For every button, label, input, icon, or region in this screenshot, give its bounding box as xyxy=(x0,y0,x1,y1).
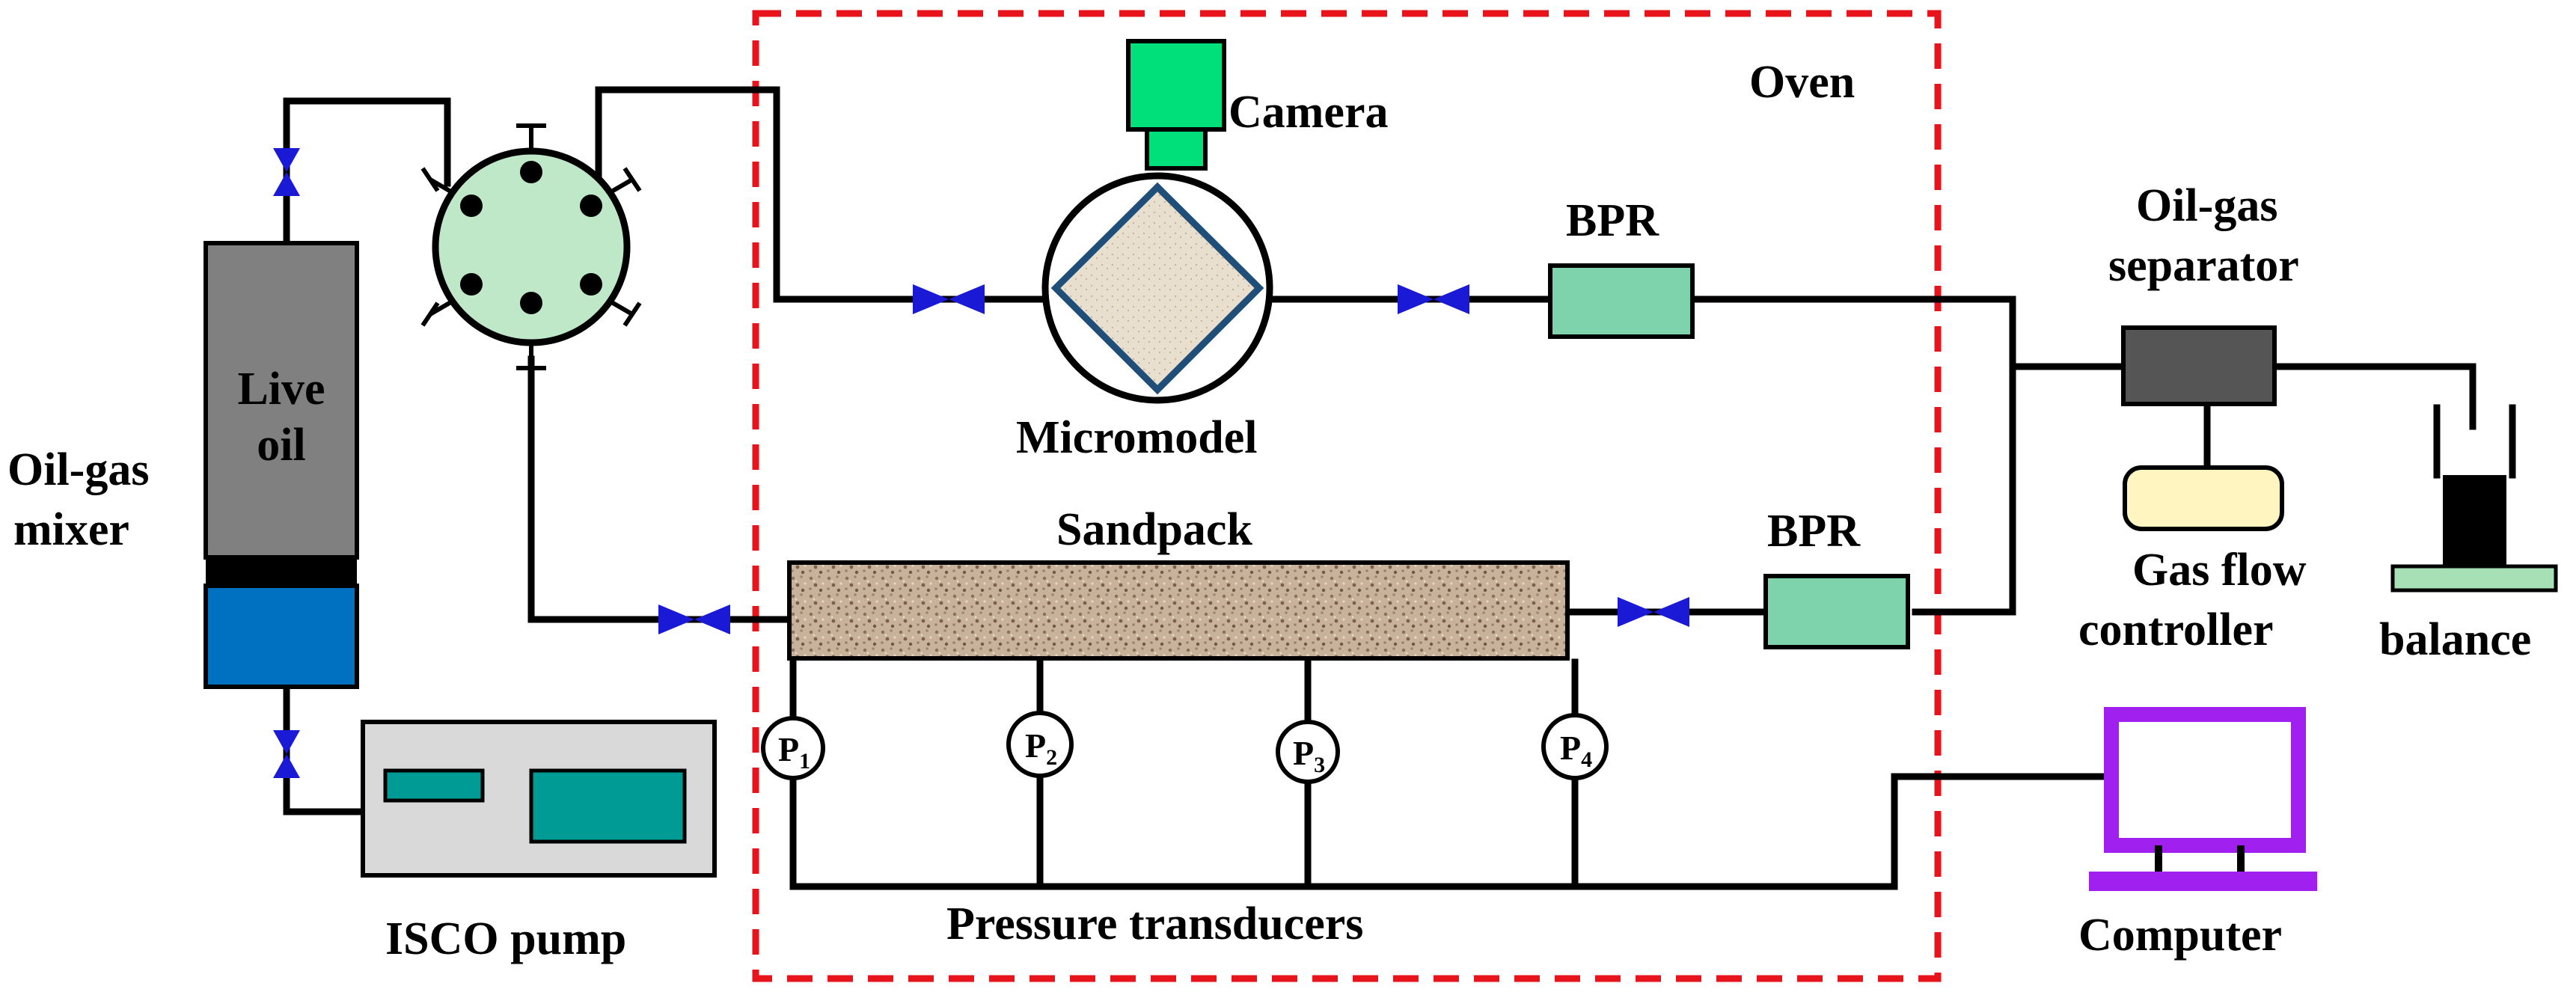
transducer-p2-sub: 2 xyxy=(1046,745,1057,770)
computer-label: Computer xyxy=(2078,910,2282,961)
transducer-p4-sub: 4 xyxy=(1581,747,1592,772)
bpr-icon xyxy=(1763,574,1910,649)
oven-border xyxy=(752,10,1942,982)
camera-label: Camera xyxy=(1229,87,1388,138)
pressure-transducer-icon: P1 xyxy=(761,716,825,780)
separator-icon xyxy=(2121,325,2277,406)
bpr-icon xyxy=(1548,263,1695,339)
pressure-transducer-icon: P4 xyxy=(1541,713,1609,780)
pressure-transducer-icon: P2 xyxy=(1006,711,1074,778)
transducer-p4-main: P xyxy=(1560,729,1581,767)
six-port-valve-icon[interactable] xyxy=(420,123,642,370)
isco-pump-icon[interactable] xyxy=(361,720,717,878)
svg-text:P2: P2 xyxy=(1025,726,1057,770)
gas-flow-controller-icon xyxy=(2123,465,2284,531)
balance-icon xyxy=(2390,404,2558,593)
oven-label: Oven xyxy=(1749,57,1855,108)
cylinder-icon: Live oil xyxy=(204,241,359,689)
mixer-label-line1: Oil-gas xyxy=(7,444,149,495)
bpr-bottom-label: BPR xyxy=(1767,506,1861,557)
sandpack-icon xyxy=(787,560,1570,661)
bpr-top-label: BPR xyxy=(1566,195,1659,246)
transducer-p1-main: P xyxy=(778,730,799,768)
pressure-transducer-icon: P3 xyxy=(1276,720,1340,784)
computer-icon xyxy=(2089,707,2317,891)
micromodel-label: Micromodel xyxy=(1016,412,1258,463)
svg-text:P4: P4 xyxy=(1560,729,1592,772)
balance-label: balance xyxy=(2379,614,2531,665)
separator-label-line2: separator xyxy=(2108,240,2299,291)
live-oil-label-line1: Live xyxy=(237,364,325,414)
isco-pump-label: ISCO pump xyxy=(385,913,626,964)
transducer-p2-main: P xyxy=(1025,726,1046,765)
valve-icon[interactable] xyxy=(273,730,300,778)
svg-text:P3: P3 xyxy=(1293,734,1325,777)
svg-text:P1: P1 xyxy=(778,730,810,774)
sandpack-label: Sandpack xyxy=(1056,504,1252,555)
valve-icon[interactable] xyxy=(913,284,985,314)
micromodel-icon xyxy=(1041,172,1273,404)
valve-icon[interactable] xyxy=(658,604,730,634)
separator-label-line1: Oil-gas xyxy=(2136,180,2277,231)
transducer-p3-main: P xyxy=(1293,734,1314,772)
valve-icon[interactable] xyxy=(273,148,300,196)
pressure-transducers-label: Pressure transducers xyxy=(946,899,1363,949)
live-oil-label-line2: oil xyxy=(257,420,305,471)
mixer-label-line2: mixer xyxy=(13,504,129,555)
gas-flow-label-line1: Gas flow xyxy=(2132,545,2307,596)
valve-icon[interactable] xyxy=(1398,284,1469,314)
camera-icon xyxy=(1126,39,1226,171)
valve-icon[interactable] xyxy=(1618,597,1689,627)
transducer-p1-sub: 1 xyxy=(799,749,810,774)
transducer-p3-sub: 3 xyxy=(1314,753,1325,777)
gas-flow-label-line2: controller xyxy=(2078,604,2274,655)
